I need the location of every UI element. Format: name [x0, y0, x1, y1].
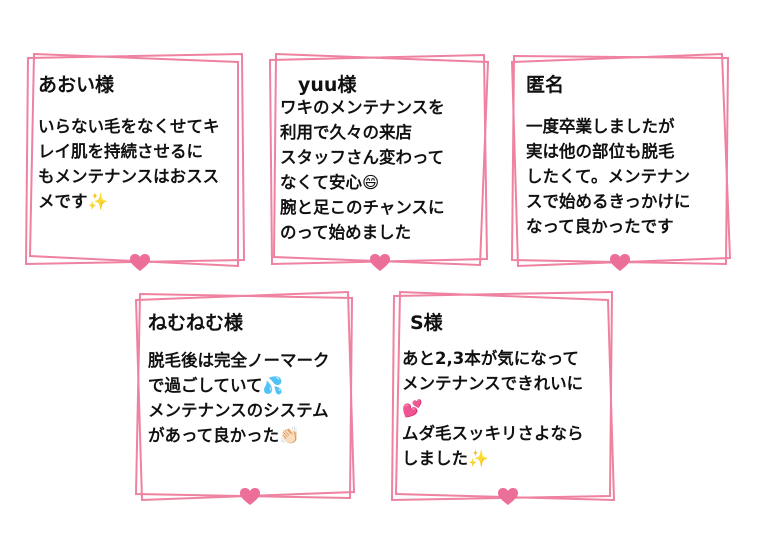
heart-icon: [240, 488, 260, 505]
review-card-aoi: あおい様 いらない毛をなくせてキ レイ肌を持続させるに もメンテナンスはおスス …: [24, 52, 246, 271]
card-frame: [134, 290, 356, 502]
review-text: 脱毛後は完全ノーマーク で過ごしていて💦 メンテナンスのシステム があって良かっ…: [148, 351, 330, 445]
card-frame: [510, 52, 732, 268]
review-card-nemunemu: ねむねむ様 脱毛後は完全ノーマーク で過ごしていて💦 メンテナンスのシステム が…: [134, 290, 356, 505]
reviewer-name: 匿名: [526, 74, 565, 96]
review-card-anonymous: 匿名 一度卒業しましたが 実は他の部位も脱毛 したくて。メンテナン スで始めるき…: [510, 52, 732, 271]
card-frame: [268, 52, 490, 267]
heart-icon: [130, 254, 150, 271]
review-text: いらない毛をなくせてキ レイ肌を持続させるに もメンテナンスはおスス メです✨: [38, 117, 220, 211]
heart-icon: [610, 254, 630, 271]
heart-icon: [498, 488, 518, 505]
review-card-yuu: yuu様 ワキのメンテナンスを 利用で久々の来店 スタッフさん変わって なくて安…: [268, 52, 490, 271]
review-text: あと2,3本が気になって メンテナンスできれいに 💕 ムダ毛スッキリさよなら し…: [402, 349, 584, 468]
reviewer-name: ねむねむ様: [148, 312, 244, 334]
reviewer-name: あおい様: [38, 74, 115, 96]
review-card-s: S様 あと2,3本が気になって メンテナンスできれいに 💕 ムダ毛スッキリさよな…: [390, 290, 616, 505]
review-text: 一度卒業しましたが 実は他の部位も脱毛 したくて。メンテナン スで始めるきっかけ…: [526, 117, 691, 236]
reviewer-name: yuu様: [298, 74, 357, 96]
review-text: ワキのメンテナンスを 利用で久々の来店 スタッフさん変わって なくて安心😄 腕と…: [280, 98, 445, 242]
heart-icon: [370, 254, 390, 271]
reviewer-name: S様: [410, 312, 443, 334]
card-frame: [390, 290, 616, 502]
card-frame: [24, 52, 246, 268]
